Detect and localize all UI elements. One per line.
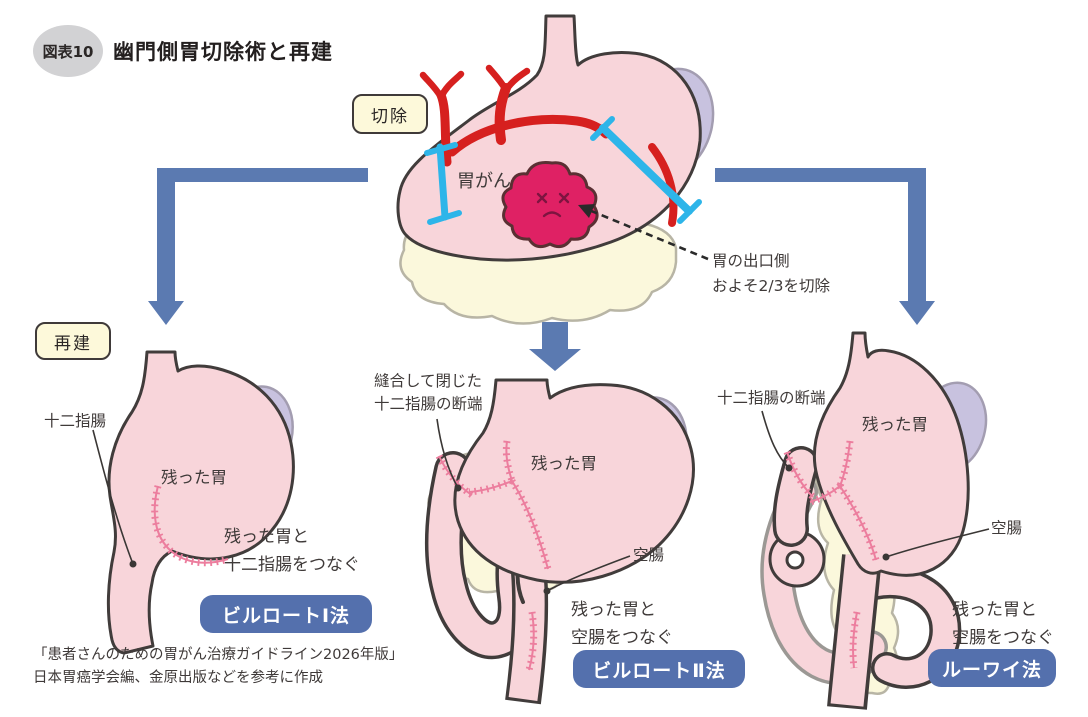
remnant-stomach-b2 xyxy=(453,378,695,584)
stump-pointer-ry xyxy=(761,410,790,469)
pointer-dot xyxy=(543,587,551,595)
step-label-resection: 切除 xyxy=(352,94,428,134)
description-ry: 残った胃と 空腸をつなぐ xyxy=(952,596,1054,652)
billroth1-illustration xyxy=(92,350,295,655)
roux-en-y-illustration xyxy=(760,331,990,710)
citation-line1: 「患者さんのための胃がん治療ガイドライン2026年版」 xyxy=(33,647,404,663)
stomach-label-b2: 残った胃 xyxy=(531,454,597,473)
description-b1-line1: 残った胃と xyxy=(224,527,309,547)
stump-pointer-b2 xyxy=(436,418,459,489)
anastomosis-suture-b1 xyxy=(151,485,230,567)
description-b1: 残った胃と 十二指腸をつなぐ xyxy=(224,523,360,579)
note-dashed-arrow xyxy=(588,208,709,261)
jejunum-pointer-ry xyxy=(885,528,990,558)
jejunal-side-loop-ry xyxy=(858,566,962,689)
description-b2-line1: 残った胃と xyxy=(571,600,656,620)
method-badge-roux-en-y: ルーワイ法 xyxy=(928,649,1056,687)
tumor-face xyxy=(536,192,570,218)
pointer-dot xyxy=(785,464,793,472)
sutures-ry xyxy=(783,440,880,669)
method-badge-billroth2: ビルロートⅡ法 xyxy=(573,650,745,688)
note-arrowhead xyxy=(578,204,595,218)
flow-arrows xyxy=(148,168,935,371)
arrow-left-elbow xyxy=(148,168,368,325)
step-label-reconstruction: 再建 xyxy=(35,322,111,360)
pointer-dot xyxy=(882,553,890,561)
description-b2: 残った胃と 空腸をつなぐ xyxy=(571,596,673,652)
jejunum-pointer-b2 xyxy=(546,555,631,592)
resection-cut-lines xyxy=(424,116,702,225)
page-title: 幽門側胃切除術と再建 xyxy=(113,40,333,64)
jejunum-label-ry: 空腸 xyxy=(991,519,1023,537)
resection-illustration xyxy=(396,14,715,325)
efferent-jejunum-b2 xyxy=(505,570,549,705)
resection-note-line2: およそ2/3を切除 xyxy=(712,277,830,295)
jejunum-label-b2: 空腸 xyxy=(633,546,665,564)
stump-label-b2-line1: 縫合して閉じた xyxy=(374,372,483,390)
description-b2-line2: 空腸をつなぐ xyxy=(571,628,673,648)
billroth2-illustration xyxy=(424,378,695,705)
source-citation: 「患者さんのための胃がん治療ガイドライン2026年版」 日本胃癌学会編、金原出版… xyxy=(33,644,403,690)
duodenum-pointer-b1 xyxy=(92,429,134,565)
duodenal-stump-ry xyxy=(772,446,819,547)
stump-label-ry: 十二指腸の断端 xyxy=(717,389,826,407)
stump-label-b2: 縫合して閉じた 十二指腸の断端 xyxy=(374,370,483,416)
stomach-label-ry: 残った胃 xyxy=(862,415,928,434)
arrow-middle-down xyxy=(529,322,581,371)
figure-number-badge: 図表10 xyxy=(33,25,103,77)
resection-note: 胃の出口側 およそ2/3を切除 xyxy=(712,249,830,299)
description-b1-line2: 十二指腸をつなぐ xyxy=(224,555,360,575)
citation-line2: 日本胃癌学会編、金原出版などを参考に作成 xyxy=(33,670,323,686)
arrow-right-elbow xyxy=(715,168,935,325)
stomach-label-b1: 残った胃 xyxy=(161,468,227,487)
tumor-body xyxy=(501,161,599,249)
duodenum-label-b1: 十二指腸 xyxy=(44,412,107,430)
resection-note-line1: 胃の出口側 xyxy=(712,252,790,270)
pointer-dot xyxy=(129,560,137,568)
description-ry-line2: 空腸をつなぐ xyxy=(952,628,1054,648)
gastric-vessels xyxy=(419,64,678,227)
method-badge-billroth1: ビルロートⅠ法 xyxy=(200,595,372,633)
stump-label-b2-line2: 十二指腸の断端 xyxy=(374,395,483,413)
description-ry-line1: 残った胃と xyxy=(952,600,1037,620)
duodenal-loop-ring-hole xyxy=(785,550,805,570)
tumor xyxy=(501,161,599,249)
pointer-dot xyxy=(454,484,462,492)
stomach-whole xyxy=(396,14,702,262)
tumor-label: 胃がん xyxy=(457,171,511,192)
remnant-stomach-ry xyxy=(812,331,970,577)
